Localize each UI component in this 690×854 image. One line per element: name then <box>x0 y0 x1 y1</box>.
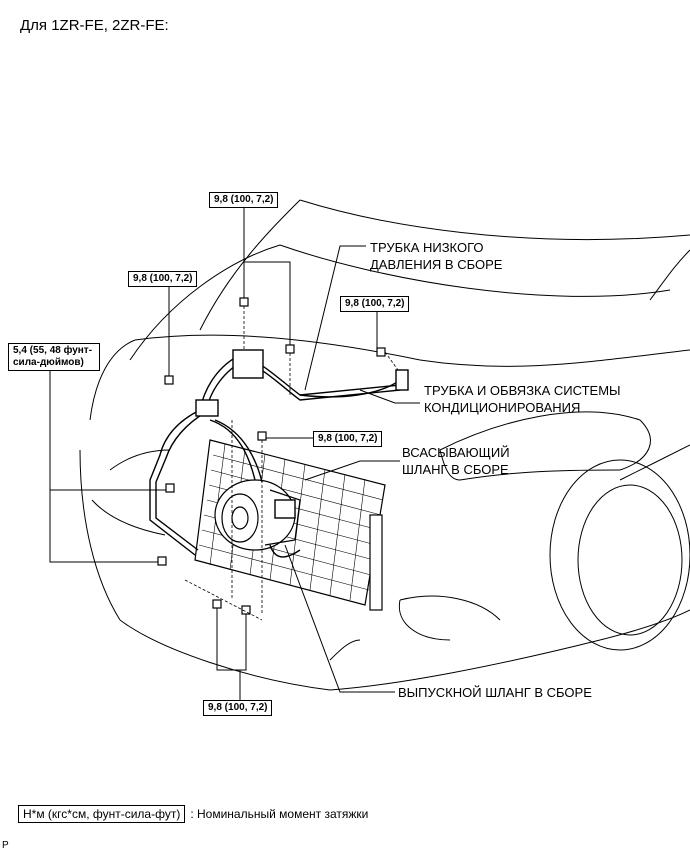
torque-label-middle-right: 9,8 (100, 7,2) <box>313 431 383 447</box>
label-suction-hose: ВСАСЫВАЮЩИЙ ШЛАНГ В СБОРЕ <box>402 444 510 478</box>
torque-label-upper-left: 9,8 (100, 7,2) <box>128 271 198 287</box>
label-low-pressure-tube-line2: ДАВЛЕНИЯ В СБОРЕ <box>370 257 503 272</box>
page-letter: P <box>2 840 9 851</box>
torque-label-upper-right: 9,8 (100, 7,2) <box>340 296 410 312</box>
legend-unit-box: Н*м (кгс*см, фунт-сила-фут) <box>18 805 186 823</box>
leader-lines <box>49 206 420 700</box>
legend: Н*м (кгс*см, фунт-сила-фут) : Номинальны… <box>18 805 368 823</box>
dashed-guides <box>184 306 399 621</box>
label-ac-tube-line2: КОНДИЦИОНИРОВАНИЯ <box>424 400 581 415</box>
torque-label-bottom: 9,8 (100, 7,2) <box>203 700 273 716</box>
torque-label-top: 9,8 (100, 7,2) <box>209 192 279 208</box>
car-body-outline <box>79 199 690 691</box>
label-low-pressure-tube: ТРУБКА НИЗКОГО ДАВЛЕНИЯ В СБОРЕ <box>370 239 502 273</box>
label-suction-hose-line2: ШЛАНГ В СБОРЕ <box>402 462 509 477</box>
label-ac-tube: ТРУБКА И ОБВЯЗКА СИСТЕМЫ КОНДИЦИОНИРОВАН… <box>424 382 621 416</box>
compressor <box>214 479 301 551</box>
label-discharge-hose: ВЫПУСКНОЙ ШЛАНГ В СБОРЕ <box>398 685 592 700</box>
label-low-pressure-tube-line1: ТРУБКА НИЗКОГО <box>370 240 484 255</box>
label-ac-tube-line1: ТРУБКА И ОБВЯЗКА СИСТЕМЫ <box>424 383 621 398</box>
page-title: Для 1ZR-FE, 2ZR-FE: <box>20 17 169 34</box>
refrigerant-lines <box>149 349 409 558</box>
label-suction-hose-line1: ВСАСЫВАЮЩИЙ <box>402 445 510 460</box>
legend-description: : Номинальный момент затяжки <box>190 807 369 821</box>
torque-label-left: 5,4 (55, 48 фунт-сила-дюймов) <box>8 343 100 371</box>
